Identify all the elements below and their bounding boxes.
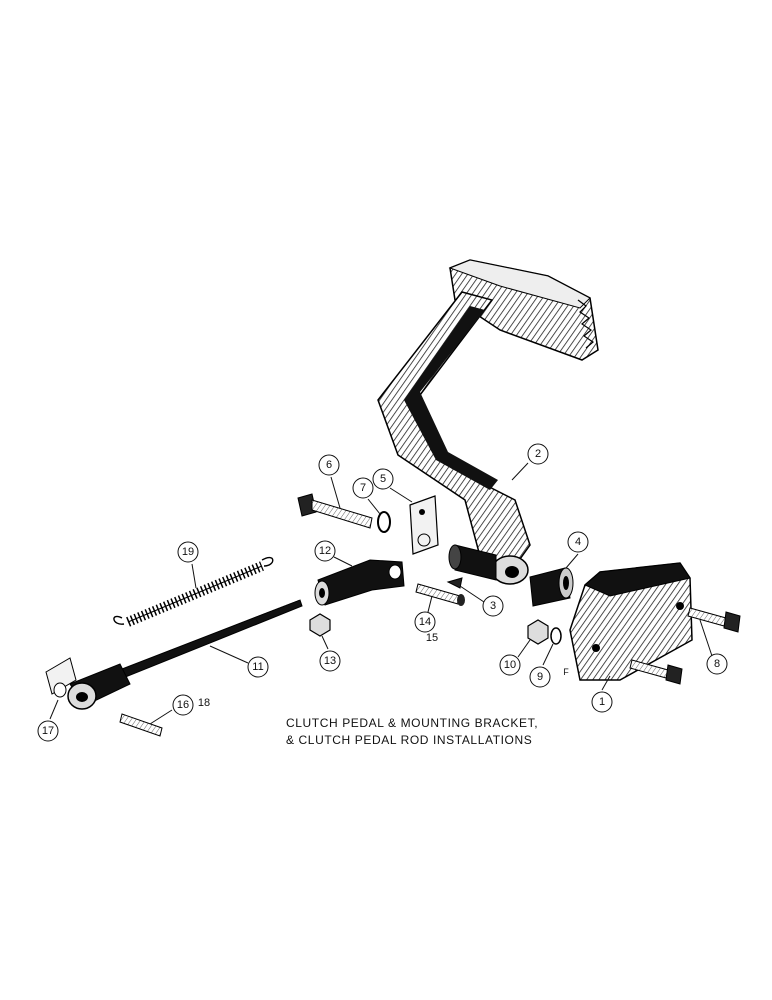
leader-line-10: [517, 639, 531, 658]
return-spring: [113, 556, 274, 627]
callout-13: 13: [324, 655, 336, 667]
callout-4: 4: [575, 536, 581, 548]
leader-line-8: [699, 619, 713, 657]
callout-circle-4: [567, 531, 589, 553]
nut-13: [309, 613, 331, 637]
clevis-pin: [415, 583, 465, 606]
callout-circle-17: [37, 720, 59, 742]
cotter-pin-3: [446, 577, 463, 589]
clutch-pedal: [377, 259, 599, 585]
callout-circle-8: [706, 653, 728, 675]
callout-15: 15: [426, 632, 438, 644]
callout-5: 5: [380, 473, 386, 485]
callout-17: 17: [42, 725, 54, 737]
callout-circle-5: [372, 468, 394, 490]
bracket-mark: F: [563, 667, 569, 677]
leader-line-17: [49, 699, 59, 720]
leader-line-13: [321, 635, 329, 650]
leader-line-3: [459, 585, 485, 603]
clutch-pedal-rod: [67, 598, 303, 710]
leader-line-2: [511, 462, 529, 481]
callout-circle-10: [499, 654, 521, 676]
callout-circle-16: [172, 694, 194, 716]
plate-5: [409, 495, 439, 555]
lock-washer-7: [377, 511, 391, 533]
callout-1: 1: [599, 696, 605, 708]
callout-circle-6: [318, 454, 340, 476]
callout-circle-11: [247, 656, 269, 678]
bolt-8-lower: [629, 659, 683, 685]
leader-line-6: [330, 476, 341, 509]
callout-circle-12: [314, 540, 336, 562]
callout-circle-3: [482, 595, 504, 617]
leader-line-16: [149, 709, 173, 725]
mounting-bracket: F: [563, 562, 693, 681]
leader-line-1: [601, 675, 611, 691]
leader-line-5: [389, 487, 413, 503]
caption-line-2: & CLUTCH PEDAL ROD INSTALLATIONS: [286, 733, 532, 747]
bolt-6: [297, 493, 373, 529]
callout-11: 11: [252, 661, 263, 673]
callout-16: 16: [177, 699, 189, 711]
callout-7: 7: [360, 482, 366, 494]
pin-16: [119, 713, 163, 737]
callout-circle-13: [319, 650, 341, 672]
leader-line-9: [542, 643, 554, 666]
callout-circle-2: [527, 443, 549, 465]
leader-line-19: [191, 563, 197, 589]
callout-circle-14: [414, 611, 436, 633]
leader-line-12: [333, 556, 353, 567]
callout-circle-7: [352, 477, 374, 499]
callout-18: 18: [198, 697, 210, 709]
callout-6: 6: [326, 459, 332, 471]
leader-line-7: [367, 498, 381, 515]
clevis-yoke: [314, 559, 405, 606]
callout-12: 12: [319, 545, 331, 557]
bolt-8-upper: [687, 607, 741, 633]
callout-19: 19: [182, 546, 194, 558]
callout-8: 8: [714, 658, 720, 670]
bushing: [529, 567, 574, 607]
callout-circle-9: [529, 666, 551, 688]
nut-10: [527, 619, 549, 645]
callout-14: 14: [419, 616, 431, 628]
callout-10: 10: [504, 659, 516, 671]
callout-9: 9: [537, 671, 543, 683]
leader-line-11: [209, 645, 249, 664]
callout-3: 3: [490, 600, 496, 612]
leader-line-4: [565, 553, 579, 569]
callout-circle-19: [177, 541, 199, 563]
leader-line-14: [427, 595, 433, 613]
washer-9: [550, 627, 562, 645]
caption-line-1: CLUTCH PEDAL & MOUNTING BRACKET,: [286, 716, 538, 730]
callout-circle-1: [591, 691, 613, 713]
callout-2: 2: [535, 448, 541, 460]
clip-17: [45, 657, 77, 698]
